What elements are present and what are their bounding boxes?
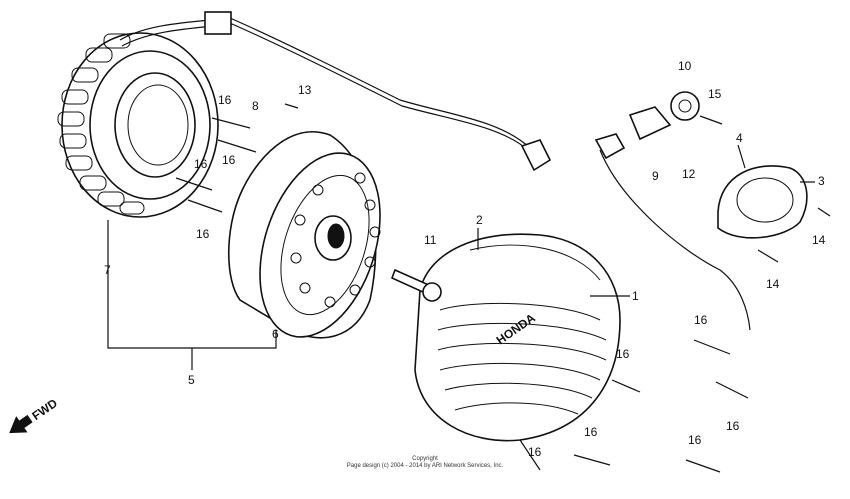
callout-16d: 16 — [196, 227, 210, 241]
callout-6: 6 — [272, 327, 279, 341]
flywheel-rotor[interactable] — [228, 131, 402, 353]
callout-16f: 16 — [616, 347, 630, 361]
pulser-bracket[interactable] — [628, 106, 672, 141]
callout-16i: 16 — [688, 433, 702, 447]
callout-9: 9 — [652, 169, 659, 183]
stator-wire-harness — [119, 17, 531, 149]
fwd-label: FWD — [29, 396, 60, 423]
callout-7: 7 — [104, 263, 111, 277]
bearing-10[interactable] — [670, 91, 700, 121]
callout-16c: 16 — [194, 157, 208, 171]
callout-14a: 14 — [812, 233, 826, 247]
stud-nut-11[interactable] — [422, 282, 442, 302]
callout-16g: 16 — [726, 419, 740, 433]
callout-14b: 14 — [766, 277, 780, 291]
callout-5: 5 — [188, 373, 195, 387]
callout-2: 2 — [476, 213, 483, 227]
callout-10: 10 — [678, 59, 692, 73]
callout-1: 1 — [632, 289, 639, 303]
alternator-cover[interactable]: HONDA — [414, 233, 621, 442]
copyright-line-1: Copyright — [412, 456, 438, 462]
stator[interactable] — [57, 32, 219, 218]
callout-16e: 16 — [694, 313, 708, 327]
callout-8: 8 — [252, 99, 259, 113]
callout-15: 15 — [708, 87, 722, 101]
callout-16h: 16 — [584, 425, 598, 439]
wire-clamp — [204, 11, 232, 35]
pulser-cover[interactable] — [717, 165, 808, 239]
callout-16a: 16 — [218, 93, 232, 107]
copyright-line-2: Page design (c) 2004 - 2014 by ARI Netwo… — [346, 463, 504, 469]
callout-13: 13 — [298, 83, 312, 97]
callout-16j: 16 — [528, 445, 542, 459]
callout-11: 11 — [424, 233, 437, 247]
pulser-generator[interactable] — [594, 133, 626, 160]
callout-16b: 16 — [222, 153, 236, 167]
callout-12: 12 — [682, 167, 696, 181]
fwd-indicator: FWD — [9, 396, 60, 434]
wire-connector — [520, 139, 552, 172]
pulser-wire — [599, 149, 751, 331]
callout-3: 3 — [818, 174, 825, 188]
leader-lines — [107, 144, 815, 370]
callouts: 1 2 3 4 5 6 7 8 9 10 11 12 13 14 14 15 1… — [104, 59, 826, 459]
copyright-notice: Copyright Page design (c) 2004 - 2014 by… — [320, 456, 530, 470]
bolts — [175, 103, 831, 473]
callout-4: 4 — [736, 131, 743, 145]
